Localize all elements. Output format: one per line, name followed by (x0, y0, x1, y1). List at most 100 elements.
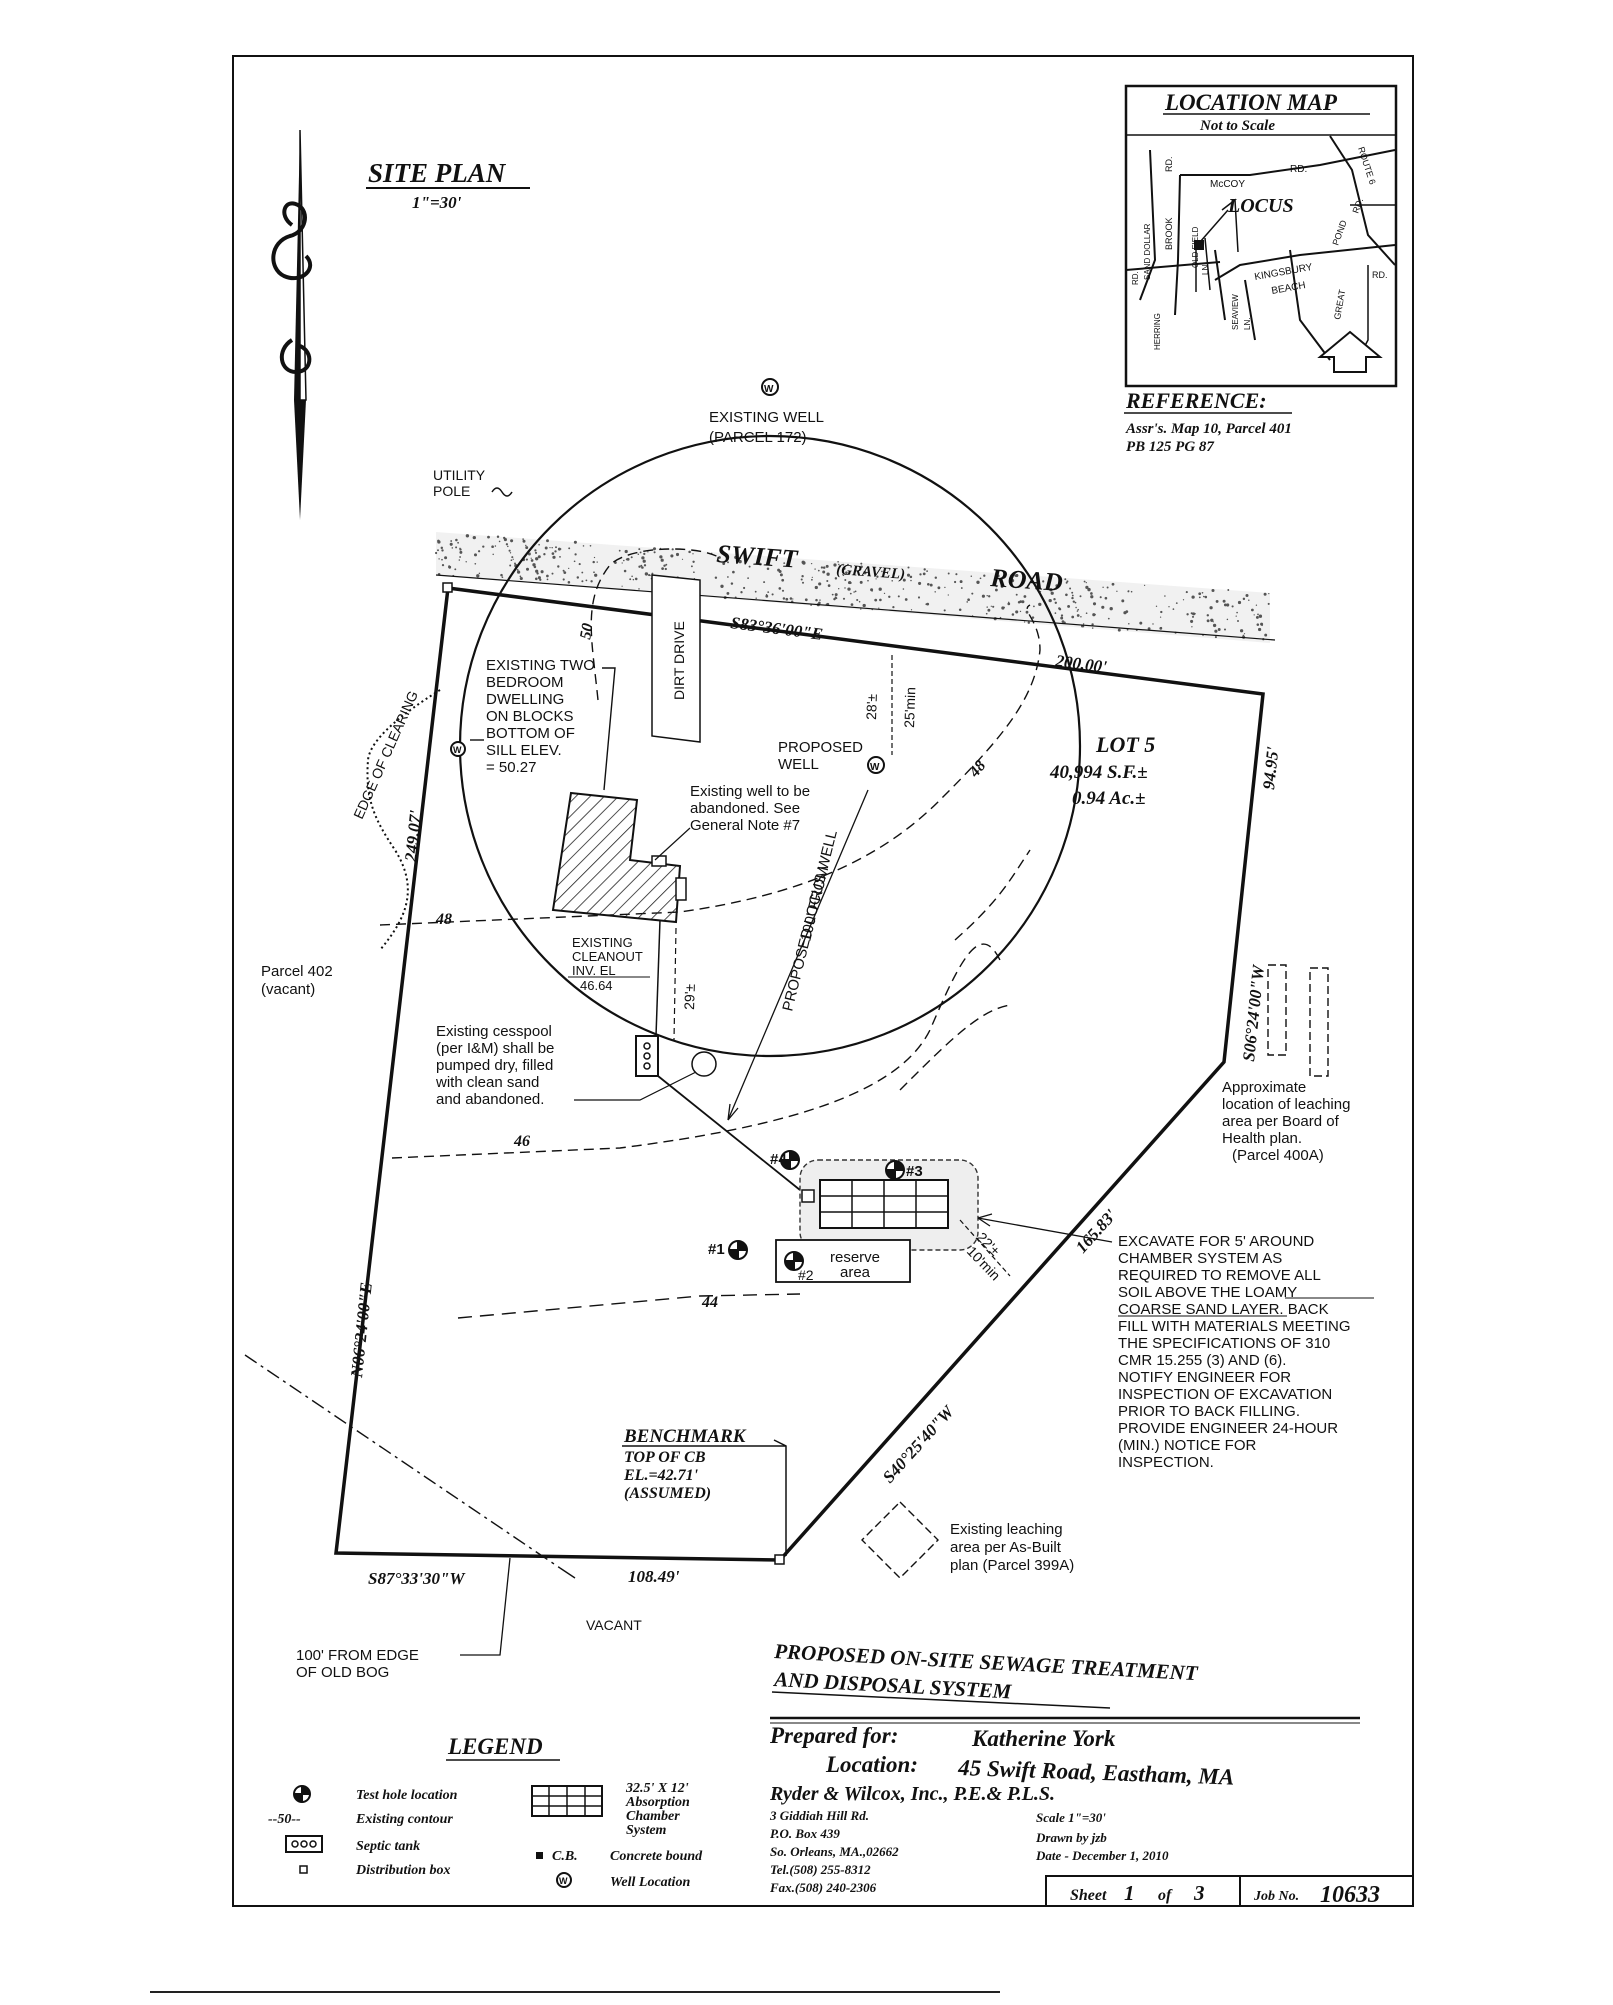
contour-44 (457, 1293, 801, 1319)
gravel-dot (810, 562, 813, 565)
gravel-dot (644, 572, 649, 576)
gravel-dot (1015, 593, 1018, 596)
gravel-dot (649, 574, 651, 577)
gravel-dot (533, 565, 537, 569)
gravel-dot (1231, 605, 1234, 608)
prepared-for-label: Prepared for: (769, 1723, 898, 1748)
gravel-dot (1072, 600, 1075, 603)
gravel-dot (530, 559, 534, 562)
legend-dbox-icon (299, 1865, 308, 1874)
gravel-dot (1075, 606, 1077, 609)
gravel-dot (1206, 619, 1210, 623)
gravel-dot (1011, 579, 1015, 583)
gravel-dot (1236, 611, 1238, 614)
gravel-dot (891, 580, 893, 582)
gravel-dot (510, 559, 513, 562)
reserve-label-2: area (840, 1264, 871, 1281)
plan-drawn-by: Drawn by jzb (1035, 1830, 1107, 1845)
gravel-dot (1147, 627, 1151, 631)
gravel-dot (1109, 607, 1113, 611)
gravel-dot (845, 571, 848, 574)
gravel-dot (526, 567, 529, 571)
gravel-dot (522, 539, 526, 543)
gravel-dot (842, 563, 845, 566)
gravel-dot (451, 547, 454, 549)
gravel-dot (878, 607, 880, 609)
gravel-dot (643, 552, 646, 556)
gravel-dot (1191, 626, 1193, 628)
gravel-dot (955, 573, 958, 576)
approx-leach-2: location of leaching (1222, 1096, 1350, 1113)
test-hole-4-label: #4 (770, 1151, 787, 1168)
excavate-note-2: CHAMBER SYSTEM AS (1118, 1250, 1282, 1267)
gravel-dot (986, 606, 988, 608)
gravel-dot (919, 573, 922, 576)
gravel-dot (1071, 594, 1074, 597)
gravel-dot (1243, 633, 1246, 635)
gravel-dot (909, 575, 913, 579)
gravel-dot (519, 576, 523, 581)
legend-septic-icon (285, 1835, 323, 1853)
gravel-dot (720, 584, 724, 588)
north-arrow-icon (271, 129, 313, 520)
location-label: Location: (825, 1752, 918, 1777)
firm-tel: Tel.(508) 255-8312 (770, 1862, 871, 1877)
gravel-dot (910, 609, 913, 611)
gravel-dot (856, 598, 859, 602)
gravel-dot (1267, 602, 1270, 605)
firm-name: Ryder & Wilcox, Inc., P.E.& P.L.S. (769, 1783, 1055, 1805)
gravel-dot (781, 589, 785, 592)
gravel-dot (551, 552, 555, 555)
gravel-dot (1049, 588, 1053, 592)
cesspool-note-4: with clean sand (435, 1074, 539, 1091)
legend-contour-symbol: --50-- (268, 1812, 301, 1827)
gravel-dot (819, 599, 821, 601)
gravel-dot (732, 570, 735, 574)
gravel-dot (549, 547, 551, 549)
gravel-dot (763, 581, 766, 584)
gravel-dot (934, 576, 937, 579)
excavate-note-10: INSPECTION OF EXCAVATION (1118, 1386, 1332, 1403)
dwelling-label-1: EXISTING TWO (486, 657, 595, 674)
gravel-dot (1060, 616, 1064, 620)
gravel-dot (727, 561, 729, 564)
gravel-dot (860, 608, 862, 610)
gravel-dot (455, 546, 458, 549)
gravel-dot (1212, 621, 1214, 623)
gravel-dot (902, 578, 906, 582)
bearing-southeast-dist: 165.83' (1072, 1206, 1121, 1257)
gravel-dot (663, 564, 666, 567)
proposed-well-symbol (867, 756, 885, 774)
gravel-dot (1083, 580, 1086, 583)
gravel-dot (441, 558, 443, 561)
location-map: LOCATION MAP Not to Scale McCOY RD. ROUT… (1124, 84, 1398, 388)
gravel-dot (881, 570, 883, 573)
gravel-dot (1054, 601, 1057, 604)
gravel-dot (847, 587, 851, 591)
gravel-dot (530, 557, 532, 559)
gravel-dot (1101, 605, 1105, 609)
gravel-dot (1257, 627, 1262, 632)
legend-cb-icon (536, 1852, 543, 1859)
gravel-dot (897, 595, 900, 598)
lm-label-sand-dollar: SAND DOLLAR (1143, 223, 1152, 280)
gravel-dot (476, 574, 480, 578)
gravel-dot (1061, 620, 1065, 623)
lm-locus-label: LOCUS (1227, 195, 1294, 217)
gravel-dot (825, 564, 829, 568)
gravel-dot (1226, 618, 1229, 621)
gravel-dot (589, 544, 592, 547)
gravel-dot (748, 565, 751, 568)
edge-of-clearing (366, 689, 441, 951)
gravel-dot (826, 579, 829, 583)
gravel-dot (926, 570, 928, 572)
gravel-dot (834, 596, 837, 599)
gravel-dot (947, 572, 950, 575)
gravel-dot (1214, 629, 1218, 633)
benchmark-bound (774, 1554, 785, 1565)
gravel-dot (539, 578, 542, 581)
gravel-dot (734, 555, 738, 559)
gravel-dot (1159, 627, 1163, 630)
gravel-dot (1212, 623, 1217, 628)
gravel-dot (994, 588, 998, 592)
